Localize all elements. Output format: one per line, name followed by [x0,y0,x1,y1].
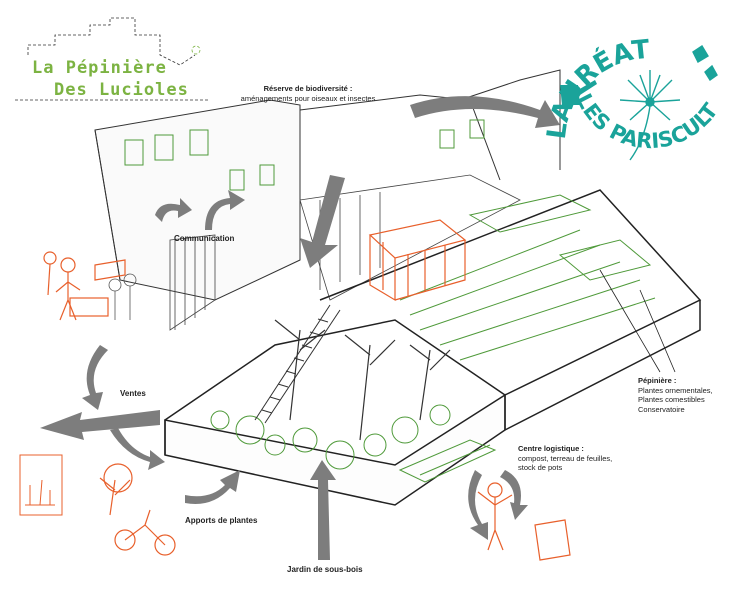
background-buildings [94,69,561,301]
watering-can-icon [560,80,597,105]
label-pepiniere: Pépinière : Plantes ornementales, Plante… [638,376,738,414]
garden-platform [164,189,702,506]
label-pepiniere-title: Pépinière : [638,376,677,385]
label-centre-title: Centre logistique : [518,444,584,453]
nursery-beds [398,194,656,483]
greenhouse [368,219,467,302]
pepiniere-logo: La Pépinière Des Lucioles [14,18,219,110]
market-scene-figures [43,251,126,321]
label-jardin: Jardin de sous-bois [287,565,363,574]
label-pepiniere-line: Plantes comestibles [638,395,705,404]
label-reserve-sub: aménagements pour oiseaux et insectes [240,93,376,103]
label-centre: Centre logistique : compost, terreau de … [518,444,628,473]
forest-garden-trees [274,319,451,441]
bike-delivery [99,463,176,556]
leader-lines [599,269,676,373]
label-reserve-title: Réserve de biodiversité : [263,84,353,93]
market-scene-people [108,273,137,320]
label-centre-line: compost, terreau de feuilles, [518,453,613,463]
label-communication: Communication [174,234,235,243]
dandelion-icon [619,45,718,161]
forest-garden-foliage [210,404,451,470]
window-plants [19,454,63,516]
gardener-figure [477,482,571,561]
logo-frame [15,17,210,101]
logo-line-1: La Pépinière [32,58,167,78]
label-ventes: Ventes [120,389,146,398]
label-centre-line: stock de pots [518,463,563,472]
label-apports: Apports de plantes [185,516,258,525]
label-reserve: Réserve de biodiversité : aménagements p… [238,84,378,103]
staircase [254,304,341,424]
label-pepiniere-line: Plantes ornementales, [638,385,713,395]
logo-line-2: Des Lucioles [54,80,189,100]
label-pepiniere-line: Conservatoire [638,404,685,414]
flow-arrows [40,96,560,560]
